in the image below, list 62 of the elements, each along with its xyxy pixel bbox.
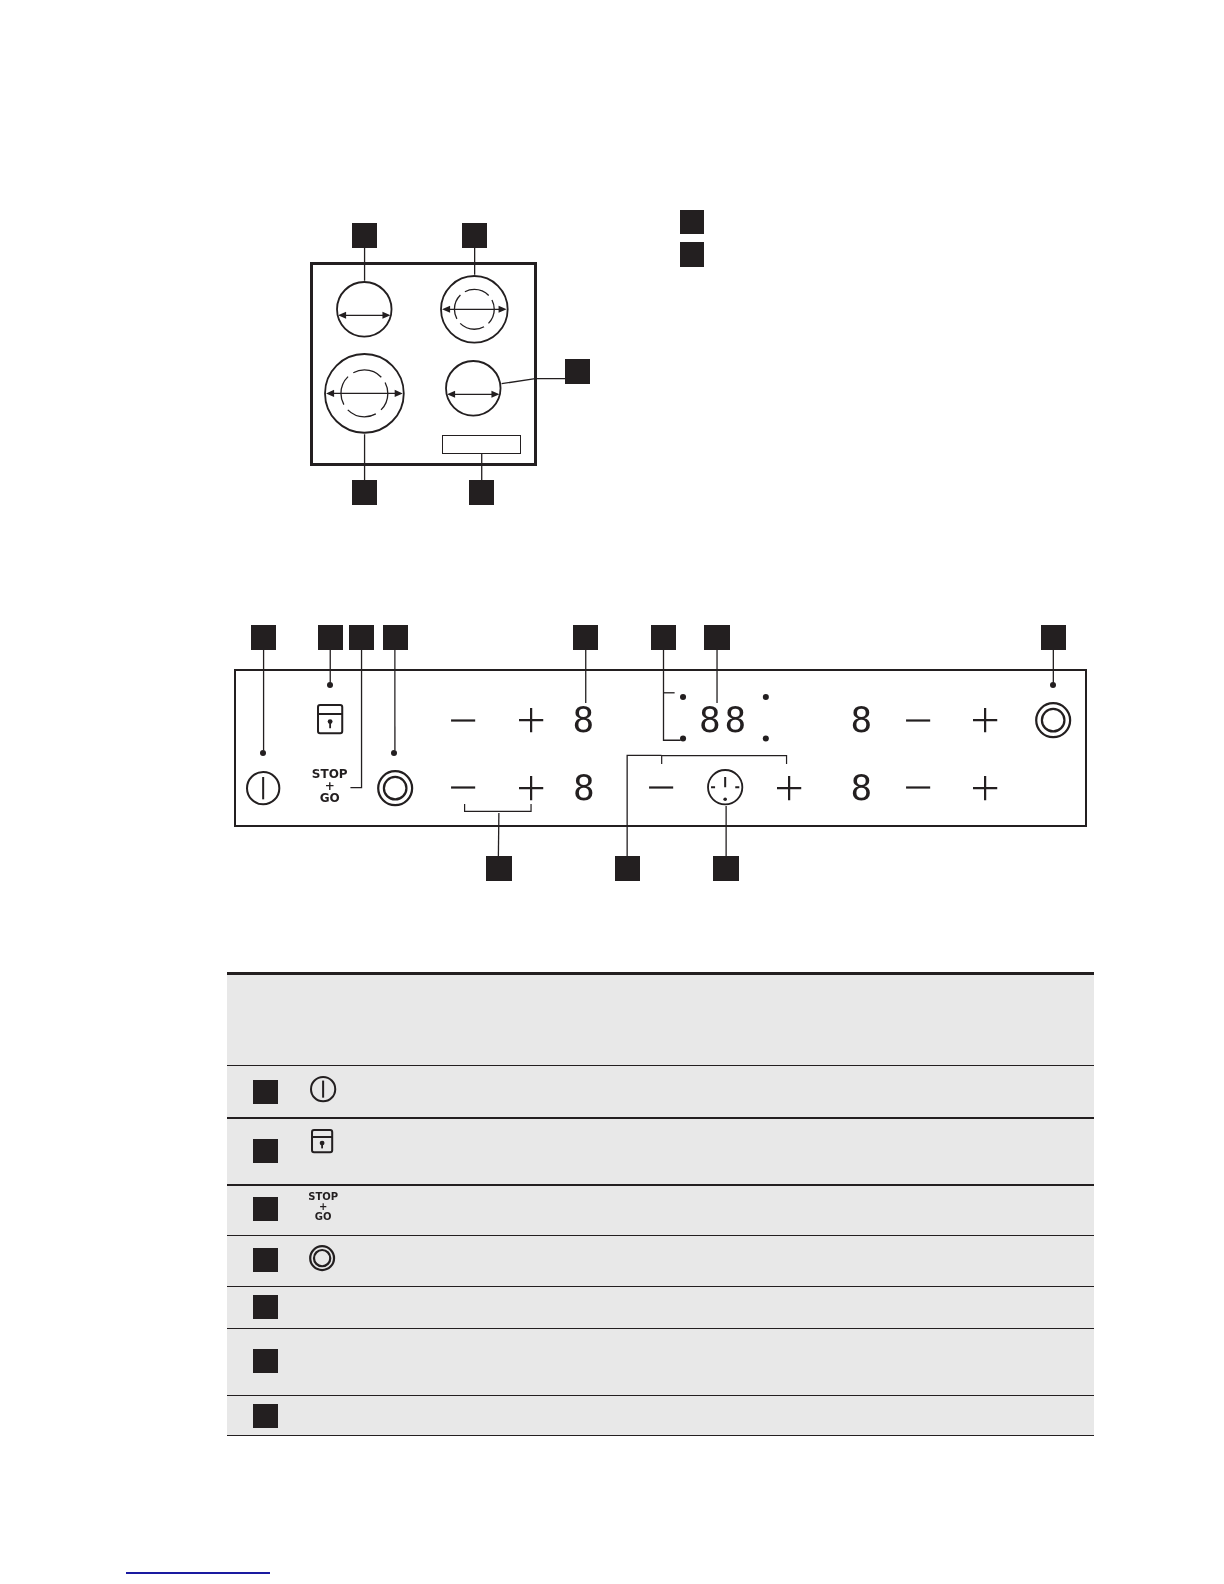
leader-line xyxy=(363,247,366,282)
callout-marker xyxy=(713,855,739,882)
cooking-zone xyxy=(336,280,393,338)
control-panel xyxy=(233,669,1088,827)
timer-icon xyxy=(707,769,744,806)
leader-line xyxy=(725,805,727,857)
callout-marker xyxy=(253,1294,278,1319)
display-window xyxy=(442,434,522,454)
callout-marker xyxy=(565,359,591,385)
stop-go-label: STOP + GO xyxy=(309,766,350,807)
callout-marker xyxy=(614,855,640,882)
callout-marker xyxy=(469,480,495,506)
callout-marker xyxy=(253,1349,278,1374)
callout-marker xyxy=(650,624,677,650)
callout-marker xyxy=(704,624,730,650)
callout-marker xyxy=(383,624,409,650)
bracket xyxy=(660,754,788,764)
bracket xyxy=(464,804,532,813)
callout-marker xyxy=(250,624,277,650)
leader-line xyxy=(349,649,363,789)
leader-line xyxy=(1052,649,1054,684)
callout-marker xyxy=(1040,624,1066,650)
leader-line xyxy=(481,453,483,481)
digit-display: 8 xyxy=(850,702,877,738)
leader-line xyxy=(363,433,366,481)
indicator-light xyxy=(1049,682,1056,689)
indicator-light xyxy=(326,682,333,689)
callout-marker xyxy=(253,1196,278,1221)
leader-line xyxy=(626,754,663,857)
callout-marker xyxy=(679,242,704,267)
cooking-zone xyxy=(440,274,509,344)
stop-go-label: STOP + GO xyxy=(307,1190,340,1223)
indicator-light xyxy=(391,749,398,756)
callout-marker xyxy=(573,624,599,650)
leader-line xyxy=(716,649,718,704)
callout-marker xyxy=(253,1139,278,1164)
leader-line xyxy=(474,247,476,276)
hob-outline xyxy=(309,262,537,467)
callout-marker xyxy=(253,1079,278,1104)
callout-marker xyxy=(679,210,704,235)
callout-marker xyxy=(486,855,512,882)
digit-display: 8 xyxy=(850,770,877,805)
callout-marker xyxy=(351,480,378,506)
indicator-light xyxy=(260,749,267,756)
digit-display: 88 xyxy=(694,702,755,737)
leader-line xyxy=(585,649,587,704)
leader-line xyxy=(497,812,500,857)
callout-marker xyxy=(351,222,378,248)
leader-line xyxy=(262,649,265,751)
cooking-zone xyxy=(445,359,502,417)
leader-line xyxy=(329,649,331,684)
callout-marker xyxy=(348,624,375,650)
digit-display: 8 xyxy=(572,702,599,737)
callout-marker xyxy=(253,1248,278,1273)
callout-marker xyxy=(253,1403,278,1428)
cooking-zone xyxy=(324,353,405,435)
digit-display: 8 xyxy=(572,770,599,805)
callout-marker xyxy=(462,222,488,248)
leader-line xyxy=(394,649,396,751)
callout-marker xyxy=(317,624,343,650)
leader-line xyxy=(662,649,682,741)
leader-line xyxy=(500,378,566,385)
